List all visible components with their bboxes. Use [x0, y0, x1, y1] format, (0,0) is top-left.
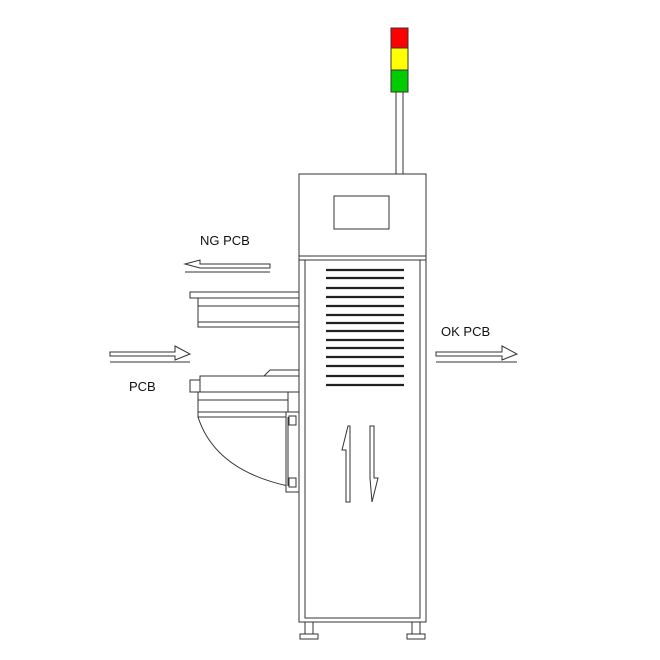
touch-screen [333, 195, 390, 230]
up-down-arrows-icon [341, 425, 379, 503]
ok-pcb-arrow-icon [435, 345, 519, 363]
ventilation-grille [326, 268, 404, 387]
tower-light-red [390, 27, 409, 49]
down-arrow-icon [369, 425, 379, 503]
ng-conveyor [189, 291, 300, 328]
tower-light-yellow [390, 47, 409, 71]
cabinet-body [298, 255, 427, 623]
ok-pcb-label: OK PCB [441, 324, 490, 339]
machine-cabinet [298, 173, 427, 623]
input-conveyor [189, 369, 300, 493]
tower-pole [395, 91, 404, 175]
pcb-in-label: PCB [129, 379, 156, 394]
signal-tower [390, 27, 409, 175]
up-arrow-icon [341, 425, 351, 503]
tower-light-green [390, 69, 409, 93]
ng-pcb-label: NG PCB [200, 233, 250, 248]
ng-pcb-arrow-icon [183, 259, 271, 273]
pcb-in-arrow-icon [109, 345, 192, 363]
leveling-feet [299, 621, 426, 640]
